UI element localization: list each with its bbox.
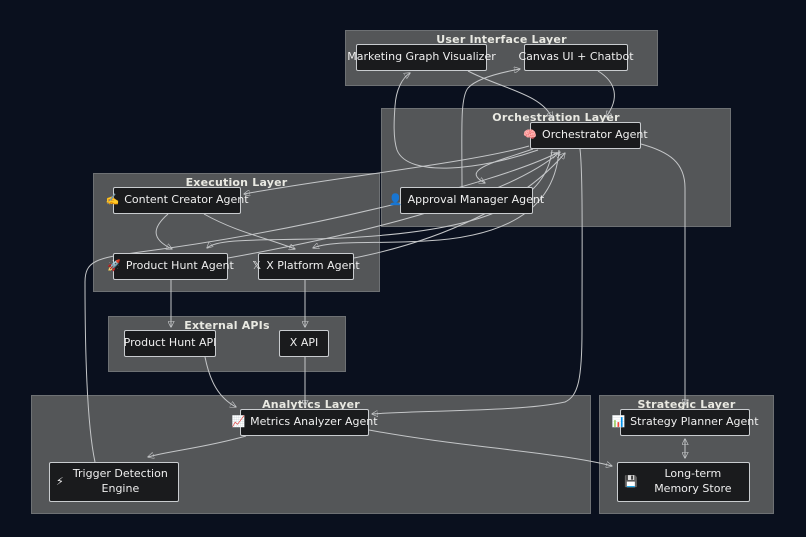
node-marketing-graph-visualizer: Marketing Graph Visualizer: [347, 44, 496, 71]
edge-orchestrator-to-x-platform-agent: [313, 149, 560, 248]
edge-orchestrator-to-approval-manager: [475, 148, 534, 183]
edge-content-creator-to-product-hunt-agent: [155, 213, 172, 249]
writing-hand-icon: ✍️: [105, 193, 120, 207]
node-label: Content Creator Agent: [124, 193, 249, 207]
node-label: Orchestrator Agent: [542, 128, 648, 142]
node-orchestrator-agent: 🧠 Orchestrator Agent: [523, 122, 648, 149]
node-label: Product Hunt API: [123, 336, 217, 350]
edge-x-platform-agent-to-orchestrator: [353, 153, 565, 259]
node-label: Trigger Detection Engine: [72, 467, 168, 495]
node-canvas-ui-chatbot: Canvas UI + Chatbot: [518, 44, 634, 71]
edge-orchestrator-to-metrics-analyzer: [372, 148, 583, 414]
edge-marketing-visualizer-to-orchestrator: [467, 70, 552, 118]
edge-metrics-analyzer-to-trigger-engine: [148, 435, 247, 457]
edge-orchestrator-to-marketing-visualizer: [393, 73, 539, 169]
node-approval-manager-agent: 👤 Approval Manager Agent: [389, 187, 544, 214]
node-product-hunt-api: Product Hunt API: [124, 330, 216, 357]
edge-metrics-analyzer-to-memory-store: [368, 429, 612, 466]
bar-chart-icon: 📊: [611, 415, 626, 429]
node-label: Metrics Analyzer Agent: [250, 415, 378, 429]
node-long-term-memory-store: 💾 Long-term Memory Store: [617, 462, 750, 502]
node-strategy-planner-agent: 📊 Strategy Planner Agent: [611, 409, 759, 436]
node-label: Marketing Graph Visualizer: [347, 50, 496, 64]
edge-canvas-ui-to-orchestrator: [597, 70, 615, 117]
node-product-hunt-agent: 🚀 Product Hunt Agent: [107, 253, 234, 280]
node-label: Canvas UI + Chatbot: [518, 50, 634, 64]
edge-orchestrator-to-content-creator: [244, 145, 530, 194]
node-label: Approval Manager Agent: [407, 193, 545, 207]
edge-product-hunt-agent-to-orchestrator: [227, 152, 560, 259]
edge-product-hunt-api-to-metrics-analyzer: [204, 356, 236, 407]
edge-content-creator-to-x-platform-agent: [203, 213, 295, 249]
x-logo-icon: 𝕏: [252, 259, 262, 273]
node-label: Product Hunt Agent: [125, 259, 234, 273]
lightning-icon: ⚡: [56, 474, 64, 488]
node-label: X Platform Agent: [266, 259, 360, 273]
node-x-platform-agent: 𝕏 X Platform Agent: [252, 253, 360, 280]
edge-approval-manager-to-canvas-ui: [461, 69, 520, 188]
chart-increasing-icon: 📈: [231, 415, 246, 429]
layer-label: User Interface Layer: [436, 33, 567, 46]
node-metrics-analyzer-agent: 📈 Metrics Analyzer Agent: [231, 409, 378, 436]
floppy-disk-icon: 💾: [624, 474, 638, 488]
brain-icon: 🧠: [523, 128, 538, 142]
edge-orchestrator-to-strategy-planner: [640, 143, 685, 405]
layer-label: External APIs: [184, 319, 270, 332]
person-icon: 👤: [388, 193, 403, 207]
node-x-api: X API: [279, 330, 329, 357]
node-label: X API: [289, 336, 319, 350]
rocket-icon: 🚀: [107, 259, 121, 273]
node-trigger-detection-engine: ⚡ Trigger Detection Engine: [49, 462, 179, 502]
node-content-creator-agent: ✍️ Content Creator Agent: [105, 187, 249, 214]
layer-label: Orchestration Layer: [492, 111, 620, 124]
layer-label: Execution Layer: [185, 176, 288, 189]
layer-label: Analytics Layer: [262, 398, 360, 411]
node-label: Strategy Planner Agent: [630, 415, 759, 429]
node-label: Long-term Memory Store: [654, 467, 732, 495]
